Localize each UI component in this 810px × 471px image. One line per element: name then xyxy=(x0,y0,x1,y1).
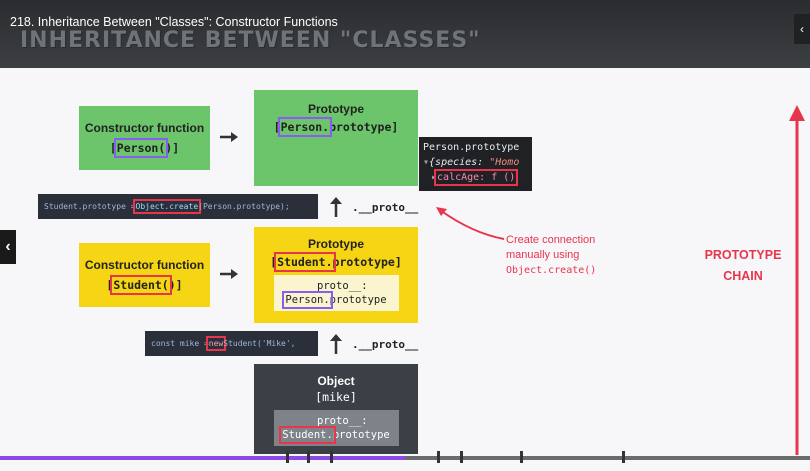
object-inner-proto-highlight: Student. xyxy=(279,426,336,444)
student-constructor-label: Constructor function xyxy=(84,258,205,272)
object-code: [mike] xyxy=(315,390,357,404)
person-prototype-label: Prototype xyxy=(307,102,364,116)
object-create-highlight: Object.create xyxy=(132,199,202,214)
video-progress-bar[interactable] xyxy=(0,456,810,460)
chain-arrow-icon xyxy=(789,105,805,455)
person-prototype-highlight: Person. xyxy=(277,117,333,137)
student-constructor-box: Constructor function [Student()] xyxy=(79,243,210,307)
chapter-marker[interactable] xyxy=(437,451,440,463)
student-constructor-code: [Student()] xyxy=(106,275,183,295)
person-prototype-code: [Person.prototype] xyxy=(273,117,399,137)
student-prototype-code: [Student.prototype] xyxy=(270,252,402,272)
proto-link-label-1: .__proto__ xyxy=(352,201,419,214)
new-keyword-highlight: new xyxy=(205,336,227,351)
code-new-student: const mike = new Student('Mike', xyxy=(145,331,318,356)
person-constructor-code: [Person()] xyxy=(109,138,180,158)
previous-icon[interactable]: ‹ xyxy=(0,230,16,264)
curved-arrow-icon xyxy=(436,207,505,240)
object-inner-proto: __proto__: Student.prototype xyxy=(273,410,399,446)
code-object-create: Student.prototype = Object.create(Person… xyxy=(38,194,318,219)
student-inner-proto: __proto__: Person.prototype xyxy=(273,275,399,311)
object-label: Object xyxy=(317,374,355,388)
chapter-marker[interactable] xyxy=(460,451,463,463)
collapse-icon[interactable]: ‹ xyxy=(794,14,810,44)
student-prototype-box: Prototype [Student.prototype] __proto__:… xyxy=(254,227,418,323)
video-progress-fill xyxy=(0,456,405,460)
console-line-3: ▸calcAge: f () xyxy=(431,169,519,186)
chapter-marker[interactable] xyxy=(622,451,625,463)
create-connection-note: Create connection manually using Object.… xyxy=(506,234,597,276)
student-inner-proto-highlight: Person. xyxy=(282,291,333,309)
person-prototype-box: Prototype [Person.prototype] xyxy=(254,90,418,186)
console-line-1: Person.prototype xyxy=(423,142,520,153)
person-constructor-highlight: Person( xyxy=(113,138,169,158)
console-output: Person.prototype ▾{species: "Homo ▸calcA… xyxy=(419,137,532,191)
video-title: 218. Inheritance Between "Classes": Cons… xyxy=(10,15,338,29)
console-line-2: ▾{species: "Homo xyxy=(423,157,520,168)
chapter-marker[interactable] xyxy=(286,451,289,463)
arrow-up-icon xyxy=(330,197,342,217)
arrow-right-icon xyxy=(220,132,238,142)
proto-link-label-2: .__proto__ xyxy=(352,338,419,351)
person-constructor-box: Constructor function [Person()] xyxy=(79,106,210,170)
console-calcage-highlight: calcAge: f () xyxy=(434,169,519,186)
chapter-marker[interactable] xyxy=(307,451,310,463)
object-mike-box: Object [mike] __proto__: Student.prototy… xyxy=(254,364,418,454)
student-prototype-highlight: Student. xyxy=(274,252,336,272)
person-constructor-label: Constructor function xyxy=(84,121,205,135)
prototype-chain-label: PROTOTYPE CHAIN xyxy=(704,248,782,283)
student-constructor-highlight: Student( xyxy=(110,275,172,295)
chapter-marker[interactable] xyxy=(330,451,333,463)
chapter-marker[interactable] xyxy=(520,451,523,463)
video-header: 218. Inheritance Between "Classes": Cons… xyxy=(0,0,810,68)
student-prototype-label: Prototype xyxy=(307,237,364,251)
slide-heading: INHERITANCE BETWEEN "CLASSES" xyxy=(20,28,481,53)
arrow-right-icon xyxy=(220,269,238,279)
arrow-up-icon xyxy=(330,334,342,354)
